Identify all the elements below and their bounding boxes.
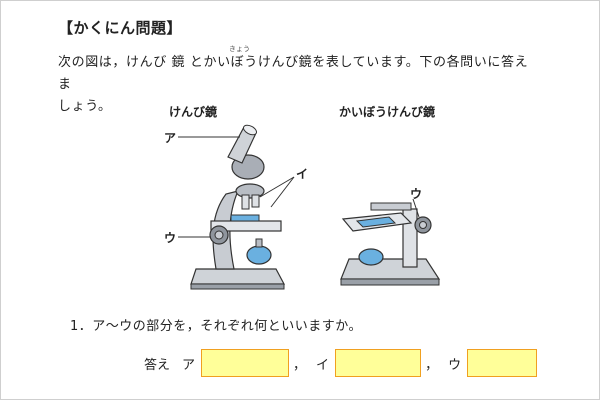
- dissecting-microscope-illustration: [340, 198, 441, 286]
- answer-a-input[interactable]: [201, 349, 290, 377]
- answer-u-input[interactable]: [467, 349, 538, 377]
- separator-1: ，: [293, 357, 307, 373]
- microscope-label: けんび鏡: [169, 105, 218, 119]
- answer-a-label: ア: [182, 357, 196, 373]
- answer-u-label: ウ: [448, 357, 462, 373]
- page-title: 【かくにん問題】: [58, 19, 183, 37]
- question-1: 1．ア～ウの部分を，それぞれ何といいますか。: [70, 319, 363, 334]
- marker-u-left: ウ: [164, 231, 177, 245]
- intro-text: 次の図は，けんび 鏡 とかいぼうけんび鏡を表しています。下の各問いに答えま しょ…: [58, 52, 538, 118]
- worksheet: 【かくにん問題】 きょう 次の図は，けんび 鏡 とかいぼうけんび鏡を表しています…: [56, 9, 546, 401]
- separator-2: ，: [425, 357, 439, 373]
- ruby-annotation: きょう: [229, 45, 250, 53]
- marker-u-right: ウ: [410, 187, 423, 201]
- intro-line-1: 次の図は，けんび 鏡 とかいぼうけんび鏡を表しています。下の各問いに答えま: [58, 55, 529, 92]
- dissecting-microscope-label: かいぼうけんび鏡: [339, 105, 436, 119]
- answer-i-label: イ: [316, 357, 330, 373]
- answer-i-input[interactable]: [335, 349, 422, 377]
- answer-label: 答え: [144, 357, 171, 373]
- microscope-illustration: [178, 124, 295, 290]
- intro-line-2: しょう。: [58, 99, 112, 114]
- marker-a: ア: [164, 131, 177, 145]
- marker-i: イ: [296, 167, 309, 181]
- answer-row: 答え ア ， イ ， ウ: [144, 347, 538, 379]
